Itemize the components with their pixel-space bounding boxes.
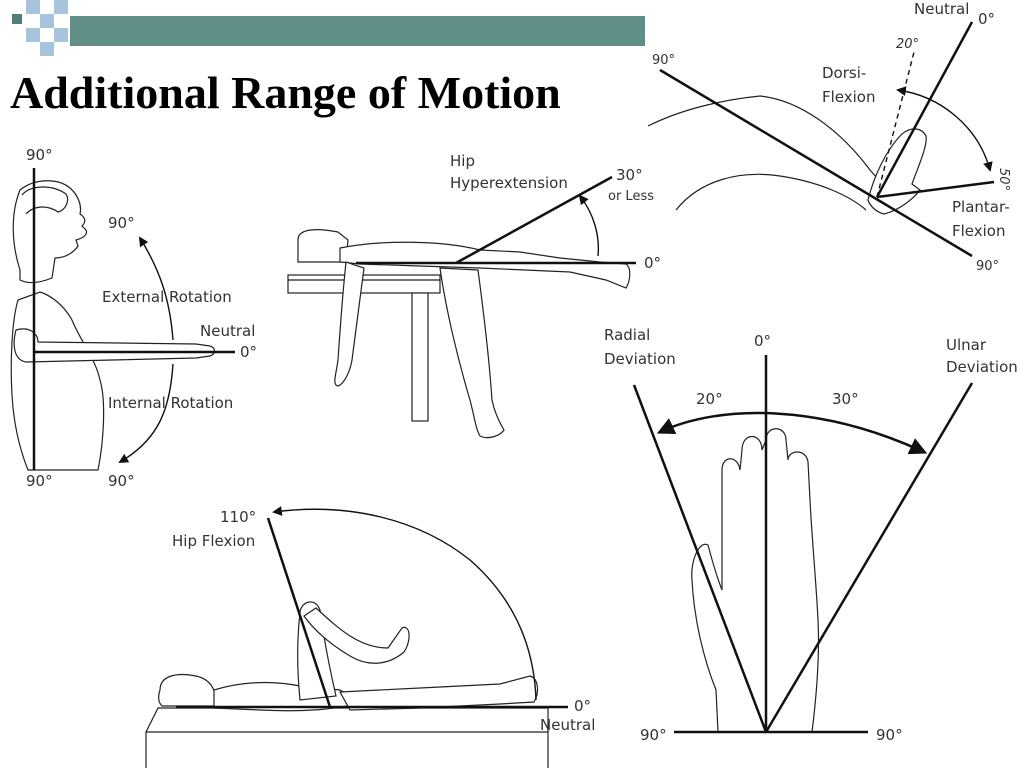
wrist-left-deg: 20°: [696, 390, 723, 408]
wrist-deviation-figure: Radial Deviation 0° Ulnar Deviation 20° …: [604, 326, 1018, 744]
shoulder-neutral-label: Neutral: [200, 322, 255, 340]
header-square-light-2: [40, 14, 54, 28]
shoulder-person-hair: [21, 186, 69, 215]
ankle-left-deg: 90°: [652, 53, 675, 68]
exam-table-leg: [411, 292, 429, 422]
ankle-plantar-deg: 50°: [996, 168, 1011, 191]
hyper-deg: 30°: [616, 166, 643, 184]
ankle-dorsi-deg: 20°: [896, 37, 919, 52]
header-bar: [70, 16, 645, 46]
shoulder-internal-arc: [118, 363, 174, 463]
flexion-person-flexed-thigh: [297, 601, 337, 701]
ankle-dorsi-line1: Dorsi-: [822, 64, 866, 82]
shoulder-top-deg: 90°: [26, 146, 53, 164]
hyper-arc: [578, 194, 600, 257]
ankle-range-arc: [896, 86, 993, 172]
shoulder-ext-deg: 90°: [108, 214, 135, 232]
shoulder-external-arc: [138, 236, 174, 341]
flexion-neutral-label: Neutral: [540, 716, 595, 734]
ankle-dorsi-line2: Flexion: [822, 88, 876, 106]
ankle-neutral-label: Neutral: [914, 0, 969, 18]
ankle-bottom-deg: 90°: [976, 259, 999, 274]
hyper-person-hanging-leg: [439, 267, 505, 439]
shoulder-external-label: External Rotation: [102, 288, 232, 306]
ankle-diagonal-line: [659, 68, 973, 258]
shoulder-person-head: [12, 180, 88, 284]
wrist-ulnar-line2: Deviation: [946, 358, 1018, 376]
hyper-person-arm: [334, 261, 365, 387]
ankle-zero-deg: 0°: [978, 10, 995, 28]
ankle-figure: Neutral 0° 90° 20° Dorsi- Flexion 50° Pl…: [647, 0, 1011, 274]
header-square-light-5: [54, 28, 68, 42]
header-square-light-4: [26, 28, 40, 42]
ankle-plantar-line1: Plantar-: [952, 198, 1010, 216]
shoulder-rotation-figure: 90° 90° External Rotation Neutral 0° Int…: [10, 146, 257, 490]
shoulder-zero-deg: 0°: [240, 343, 257, 361]
ankle-plantar-line2: Flexion: [952, 222, 1006, 240]
header-square-light-6: [40, 42, 54, 56]
hyper-label-line2: Hyperextension: [450, 174, 568, 192]
flexion-deg: 110°: [220, 508, 256, 526]
ankle-foot: [867, 128, 927, 215]
hip-flexion-figure: 110° Hip Flexion 0° Neutral: [145, 506, 595, 768]
ankle-dorsi-line: [876, 51, 915, 198]
wrist-radial-line1: Radial: [604, 326, 650, 344]
header-square-light-1: [26, 0, 40, 14]
hip-hyperextension-figure: Hip Hyperextension 30° or Less 0°: [287, 152, 661, 439]
wrist-bottom-right-deg: 90°: [876, 726, 903, 744]
wrist-radial-line: [632, 384, 768, 733]
wrist-radial-line2: Deviation: [604, 350, 676, 368]
ankle-leg-outline: [647, 95, 897, 211]
hyper-label-line1: Hip: [450, 152, 475, 170]
wrist-right-deg: 30°: [832, 390, 859, 408]
shoulder-bottom-right-deg: 90°: [108, 472, 135, 490]
shoulder-bottom-left-deg: 90°: [26, 472, 53, 490]
flexion-person-head: [158, 673, 217, 707]
ankle-plantar-line: [876, 180, 995, 199]
slide-title: Additional Range of Motion: [10, 67, 561, 118]
shoulder-person-torso: [10, 291, 105, 471]
hyper-angle-line: [455, 175, 613, 265]
wrist-range-arc: [656, 411, 928, 455]
header-square-light-3: [54, 0, 68, 14]
hyper-or-less: or Less: [608, 189, 654, 204]
hyper-zero-deg: 0°: [644, 254, 661, 272]
flexion-label: Hip Flexion: [172, 532, 255, 550]
flexion-angle-line: [266, 517, 332, 708]
shoulder-internal-label: Internal Rotation: [108, 394, 233, 412]
header-square-dark-1: [12, 14, 22, 24]
flexion-person-shin: [303, 607, 410, 664]
wrist-bottom-left-deg: 90°: [640, 726, 667, 744]
wrist-ulnar-line: [764, 382, 974, 733]
ankle-neutral-line: [875, 21, 974, 198]
flexion-person-straight-leg: [339, 675, 539, 711]
wrist-zero-deg: 0°: [754, 332, 771, 350]
exam-table-top: [287, 274, 441, 294]
wrist-hand: [691, 428, 820, 733]
flexion-arc: [272, 506, 537, 701]
flexion-table: [145, 707, 549, 768]
flexion-zero-deg: 0°: [574, 697, 591, 715]
wrist-ulnar-line1: Ulnar: [946, 336, 987, 354]
